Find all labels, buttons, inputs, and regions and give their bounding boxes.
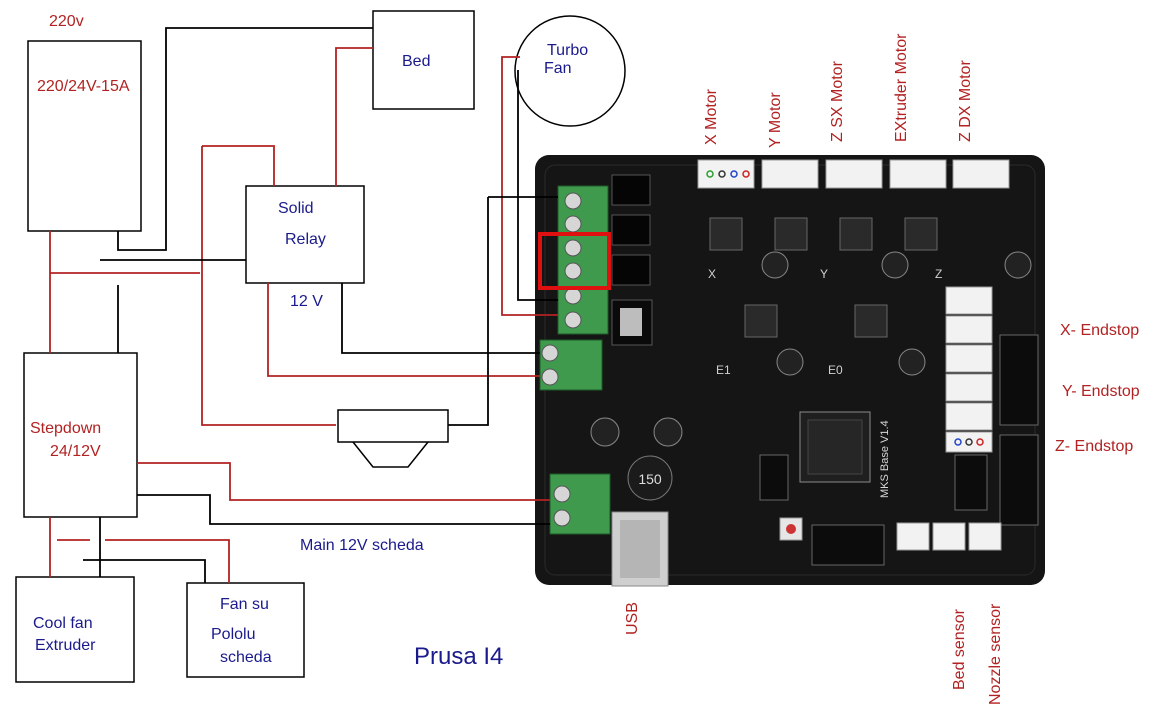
main-power-label: Main 12V scheda (300, 537, 424, 554)
turbo-fan-label-2: Fan (544, 60, 572, 77)
relay-voltage-label: 12 V (290, 293, 323, 310)
inductor-value: 150 (638, 471, 662, 487)
cool-fan-label-1: Cool fan (33, 615, 93, 632)
usb-port (611, 511, 669, 587)
psu-input-label: 220v (49, 13, 84, 30)
bed-box (372, 10, 475, 110)
driver-z-label: Z (935, 267, 942, 281)
turbo-fan-circle (514, 15, 626, 127)
stepdown-label-1: Stepdown (30, 420, 101, 437)
y-endstop-label: Y- Endstop (1062, 383, 1140, 400)
stepdown-label-2: 24/12V (50, 443, 101, 460)
driver-e0-label: E0 (828, 363, 843, 377)
cool-fan-label-2: Extruder (35, 637, 96, 654)
endstop-connectors (945, 286, 1039, 526)
bottom-connectors (759, 454, 1002, 566)
z-dx-motor-label: Z DX Motor (957, 60, 974, 142)
mks-board: 150 MKS Base V1.4 X Y Z E1 E0 (535, 155, 1045, 587)
driver-x-label: X (708, 267, 716, 281)
screw-terminals (539, 185, 611, 535)
psu-label: 220/24V-15A (37, 78, 130, 95)
driver-e1-label: E1 (716, 363, 731, 377)
bed-label: Bed (402, 53, 430, 70)
nozzle-sensor-label: Nozzle sensor (987, 603, 1004, 705)
relay-label-1: Solid (278, 200, 314, 217)
z-sx-motor-label: Z SX Motor (829, 60, 846, 142)
main-chip (799, 411, 871, 483)
driver-y-label: Y (820, 267, 828, 281)
relay-label-2: Relay (285, 231, 326, 248)
fan-su-label-2: Pololu (211, 626, 255, 643)
x-endstop-label: X- Endstop (1060, 322, 1139, 339)
mosfets (611, 174, 653, 346)
hotend-block (337, 409, 449, 443)
component-boxes (15, 10, 626, 683)
diagram-title: Prusa I4 (414, 643, 503, 670)
fan-su-box (186, 582, 305, 678)
relay-box (245, 185, 365, 284)
bed-sensor-label: Bed sensor (951, 608, 968, 690)
fan-su-label-1: Fan su (220, 596, 269, 613)
usb-label: USB (624, 602, 641, 635)
cool-fan-box (15, 576, 135, 683)
y-motor-label: Y Motor (767, 92, 784, 148)
fan-su-label-3: scheda (220, 649, 272, 666)
psu-box (27, 40, 142, 232)
extruder-motor-label: EXtruder Motor (893, 33, 910, 142)
wires-black (83, 27, 558, 583)
z-endstop-label: Z- Endstop (1055, 438, 1133, 455)
highlight-box (538, 232, 611, 290)
turbo-fan-label-1: Turbo (547, 42, 588, 59)
labels: 220v 220/24V-15A Bed Turbo Fan Solid Rel… (30, 13, 1140, 705)
stepdown-box (23, 352, 138, 518)
capacitors (590, 251, 1032, 501)
motor-connectors (697, 159, 1010, 189)
wires-red (49, 47, 558, 583)
hotend-nozzle (352, 441, 429, 468)
board-name: MKS Base V1.4 (879, 420, 891, 498)
x-motor-label: X Motor (703, 88, 720, 145)
stepper-drivers (709, 217, 938, 338)
